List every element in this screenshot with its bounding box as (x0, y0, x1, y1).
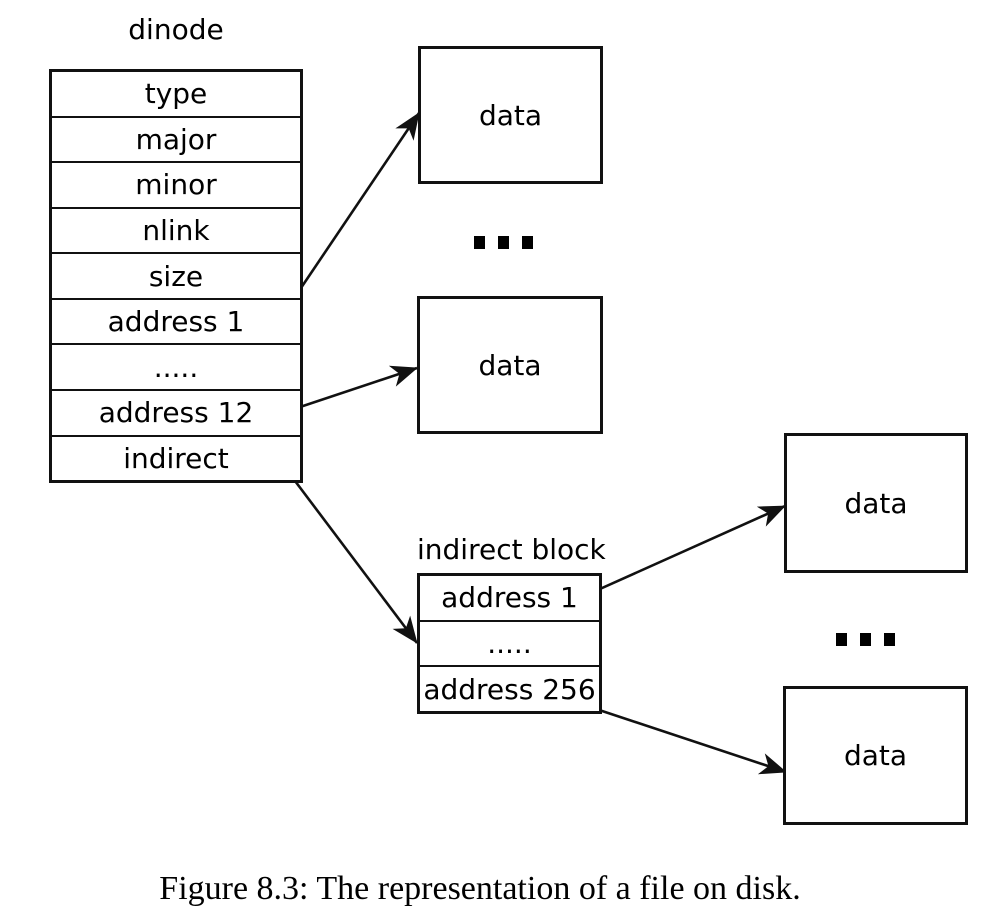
arrow-indirect-address1-to-data3 (581, 504, 786, 599)
ellipsis-icon-right (836, 633, 895, 646)
indirect-row-ellipsis: ..... (420, 622, 599, 668)
dinode-row-address-1: address 1 (52, 300, 300, 346)
data-block-4: data (783, 686, 968, 825)
ellipsis-dot (884, 633, 895, 646)
data-block-3: data (784, 433, 968, 573)
dinode-title: dinode (128, 13, 224, 46)
indirect-block-table: address 1 ..... address 256 (417, 573, 602, 714)
dinode-row-indirect: indirect (123, 441, 229, 475)
arrow-indirect-address256-to-data4 (577, 701, 787, 775)
ellipsis-icon-middle (474, 236, 533, 249)
dinode-row-nlink: nlink (52, 209, 300, 255)
dinode-row-type: type (52, 72, 300, 118)
ellipsis-dot (474, 236, 485, 249)
dinode-table: type major minor nlink size address 1 ..… (49, 69, 303, 483)
dinode-row-address-12: address 12 (52, 391, 300, 437)
indirect-row-address-1: address 1 (420, 576, 599, 622)
ellipsis-dot (836, 633, 847, 646)
arrow-indirect-to-indirect-block (278, 460, 419, 644)
indirect-block-title: indirect block (417, 533, 606, 566)
data-block-4-label: data (843, 739, 908, 772)
figure-caption: Figure 8.3: The representation of a file… (159, 870, 801, 907)
ellipsis-dot (498, 236, 509, 249)
data-block-2-label: data (478, 348, 542, 382)
ellipsis-dot (860, 633, 871, 646)
data-block-3-label: data (844, 486, 908, 520)
dinode-row-major: major (52, 118, 300, 164)
dinode-row-minor: minor (52, 163, 300, 209)
data-block-1-label: data (478, 98, 543, 132)
ellipsis-dot (522, 236, 533, 249)
data-block-2: data (417, 296, 603, 434)
indirect-row-address-256: address 256 (423, 672, 596, 706)
data-block-1: data (418, 46, 603, 184)
dinode-row-size: size (52, 254, 300, 300)
dinode-row-ellipsis: ..... (52, 345, 300, 391)
